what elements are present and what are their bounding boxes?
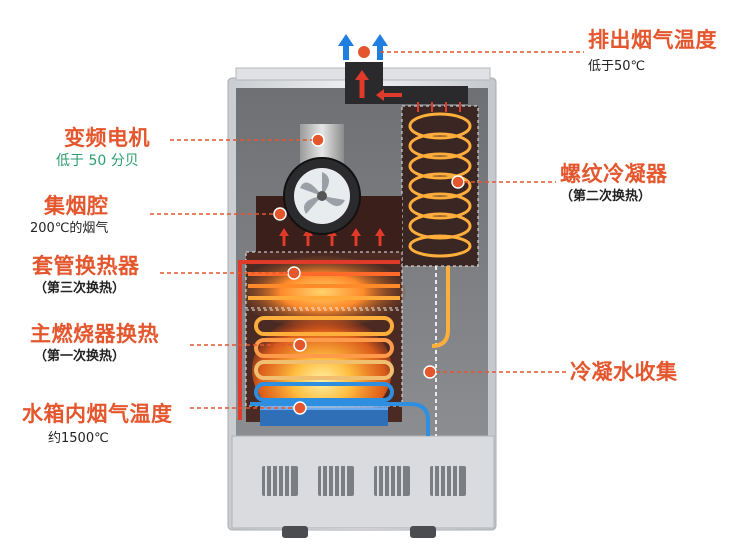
tank-smoke-temp-sub: 约1500℃ (48, 431, 109, 446)
spiral-condenser-title: 螺纹冷凝器 (560, 162, 668, 186)
cold-pipe (250, 402, 430, 436)
spiral-condenser-sub: （第二次换热） (560, 189, 652, 204)
markers (273, 133, 465, 415)
vfd-motor-sub: 低于 50 分贝 (56, 153, 139, 169)
burner (260, 408, 388, 426)
fan-icon (300, 172, 345, 214)
sleeve-exchanger-title: 套管换热器 (32, 254, 140, 278)
main-burner-coils (254, 316, 394, 402)
tank-smoke-temp-title: 水箱内烟气温度 (22, 402, 173, 426)
feet (282, 526, 436, 538)
leader-lines (150, 51, 584, 409)
sleeve-exchanger-coils (248, 260, 400, 300)
exhaust-temp-title: 排出烟气温度 (588, 28, 717, 52)
exhaust-marker (358, 46, 370, 58)
vfd-motor-title: 变频电机 (64, 126, 150, 150)
spiral-coil (408, 112, 472, 258)
condensate-title: 冷凝水收集 (570, 360, 678, 384)
hot-pipe (238, 260, 248, 420)
smoke-chamber-sub: 200℃的烟气 (30, 221, 109, 236)
sleeve-exchanger-sub: （第三次换热） (34, 281, 126, 296)
exhaust-temp-sub: 低于50℃ (588, 59, 646, 74)
smoke-chamber-title: 集烟腔 (44, 194, 109, 218)
main-burner-title: 主燃烧器换热 (30, 322, 159, 346)
main-burner-sub: （第一次换热） (34, 349, 126, 364)
